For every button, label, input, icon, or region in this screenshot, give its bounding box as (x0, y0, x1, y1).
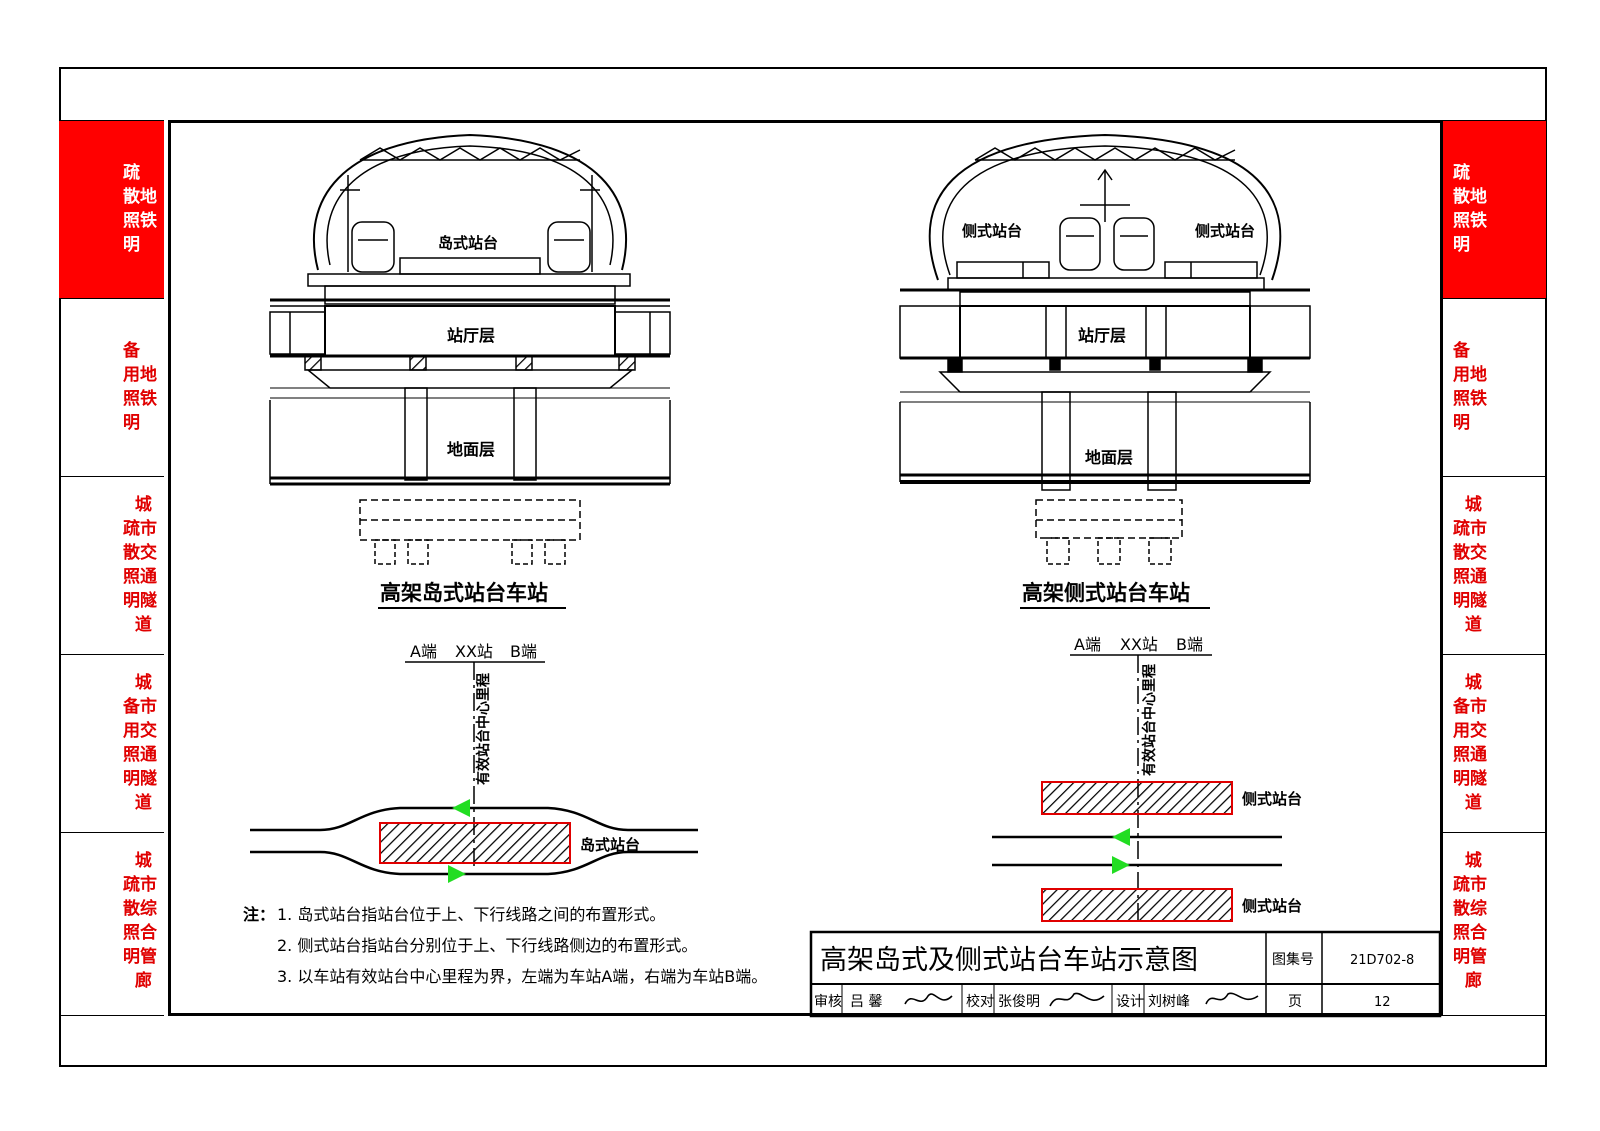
side-platform-label-left: 侧式站台 (962, 222, 1022, 240)
island-plan-end-b: B端 (510, 642, 537, 661)
island-section-title: 高架岛式站台车站 (380, 581, 548, 605)
tab-left-1-label: 疏 散地 照铁 明 (123, 163, 157, 255)
review-signature (904, 993, 953, 1005)
title-block (809, 930, 1442, 1018)
side-plan-station: XX站 (1120, 635, 1158, 654)
side-section-title: 高架侧式站台车站 (1022, 581, 1190, 605)
drawing-frame (168, 120, 1443, 1016)
tab-right-1[interactable]: 疏 散地 照铁 明 (1441, 120, 1546, 298)
tab-left-5[interactable]: 城 疏市 散综 照合 明管 廊 (59, 832, 164, 1016)
tab-right-2-label: 备 用地 照铁 明 (1453, 341, 1487, 433)
tab-left-5-label: 城 疏市 散综 照合 明管 廊 (123, 851, 157, 991)
island-station-section (269, 133, 671, 565)
island-ground-label: 地面层 (447, 440, 495, 459)
note-2: 2. 侧式站台指站台分别位于上、下行线路侧边的布置形式。 (277, 936, 697, 955)
side-plan-center-label: 有效站台中心里程 (1141, 664, 1158, 776)
island-plan-platform (379, 822, 571, 864)
design-signature (1205, 992, 1259, 1005)
tab-left-1[interactable]: 疏 散地 照铁 明 (59, 120, 164, 298)
check-signature (1049, 992, 1105, 1007)
island-plan-station: XX站 (455, 642, 493, 661)
title-block-title: 高架岛式及侧式站台车站示意图 (820, 945, 1198, 976)
notes: 注： 1. 岛式站台指站台位于上、下行线路之间的布置形式。 2. 侧式站台指站台… (243, 905, 767, 986)
tab-right-4[interactable]: 城 备市 用交 照通 明隧 道 (1441, 654, 1546, 832)
side-plan: A端 XX站 B端 有效站台中心里程 侧式站台 侧式站台 (992, 635, 1302, 922)
tab-right-1-label: 疏 散地 照铁 明 (1453, 163, 1487, 255)
arrow-left-icon (1112, 828, 1130, 846)
side-plan-platform-label-top: 侧式站台 (1242, 790, 1302, 808)
side-platform-label-right: 侧式站台 (1195, 222, 1255, 240)
tab-left-2-label: 备 用地 照铁 明 (123, 341, 157, 433)
island-plan-center-label: 有效站台中心里程 (475, 673, 492, 785)
design-name: 刘树峰 (1148, 994, 1190, 1010)
side-plan-end-b: B端 (1176, 635, 1203, 654)
review-name: 吕 馨 (850, 994, 882, 1010)
side-ground-label: 地面层 (1085, 448, 1133, 467)
review-label: 审核 (814, 994, 842, 1010)
tab-left-2[interactable]: 备 用地 照铁 明 (59, 298, 164, 476)
tab-left-3-label: 城 疏市 散交 照通 明隧 道 (123, 495, 157, 635)
tab-left-4[interactable]: 城 备市 用交 照通 明隧 道 (59, 654, 164, 832)
note-3: 3. 以车站有效站台中心里程为界，左端为车站A端，右端为车站B端。 (277, 967, 767, 986)
left-tab-column: 疏 散地 照铁 明 备 用地 照铁 明 城 疏市 散交 照通 明隧 道 城 备市… (59, 120, 164, 1016)
check-name: 张俊明 (998, 994, 1040, 1010)
note-1: 1. 岛式站台指站台位于上、下行线路之间的布置形式。 (277, 905, 665, 924)
side-station-section (899, 133, 1311, 565)
island-plan-end-a: A端 (410, 642, 437, 661)
side-plan-platform-top (1041, 781, 1233, 815)
arrow-right-icon (448, 865, 466, 883)
arrow-right-icon (1112, 856, 1130, 874)
side-plan-platform-label-bottom: 侧式站台 (1242, 897, 1302, 915)
tab-right-3[interactable]: 城 疏市 散交 照通 明隧 道 (1441, 476, 1546, 654)
arrow-left-icon (452, 799, 470, 817)
side-plan-end-a: A端 (1074, 635, 1101, 654)
island-hall-label: 站厅层 (447, 326, 495, 345)
tab-left-3[interactable]: 城 疏市 散交 照通 明隧 道 (59, 476, 164, 654)
tab-right-5[interactable]: 城 疏市 散综 照合 明管 廊 (1441, 832, 1546, 1016)
tab-right-2[interactable]: 备 用地 照铁 明 (1441, 298, 1546, 476)
tab-right-5-label: 城 疏市 散综 照合 明管 廊 (1453, 851, 1487, 991)
page-label: 页 (1288, 994, 1302, 1010)
island-plan-platform-label: 岛式站台 (580, 836, 640, 854)
tab-right-3-label: 城 疏市 散交 照通 明隧 道 (1453, 495, 1487, 635)
notes-prefix: 注： (243, 905, 275, 924)
side-plan-platform-bottom (1041, 888, 1233, 922)
outer-frame (59, 67, 1547, 1067)
right-tab-column: 疏 散地 照铁 明 备 用地 照铁 明 城 疏市 散交 照通 明隧 道 城 备市… (1441, 120, 1546, 1016)
check-label: 校对 (966, 993, 994, 1010)
atlas-label: 图集号 (1272, 951, 1314, 968)
design-label: 设计 (1116, 994, 1144, 1010)
side-hall-label: 站厅层 (1078, 326, 1126, 345)
page-value: 12 (1374, 995, 1391, 1010)
tab-left-4-label: 城 备市 用交 照通 明隧 道 (123, 673, 157, 813)
tab-right-4-label: 城 备市 用交 照通 明隧 道 (1453, 673, 1487, 813)
island-platform-label: 岛式站台 (438, 234, 498, 252)
atlas-value: 21D702-8 (1350, 953, 1414, 968)
island-plan: A端 XX站 B端 有效站台中心里程 岛式站台 (250, 642, 698, 883)
